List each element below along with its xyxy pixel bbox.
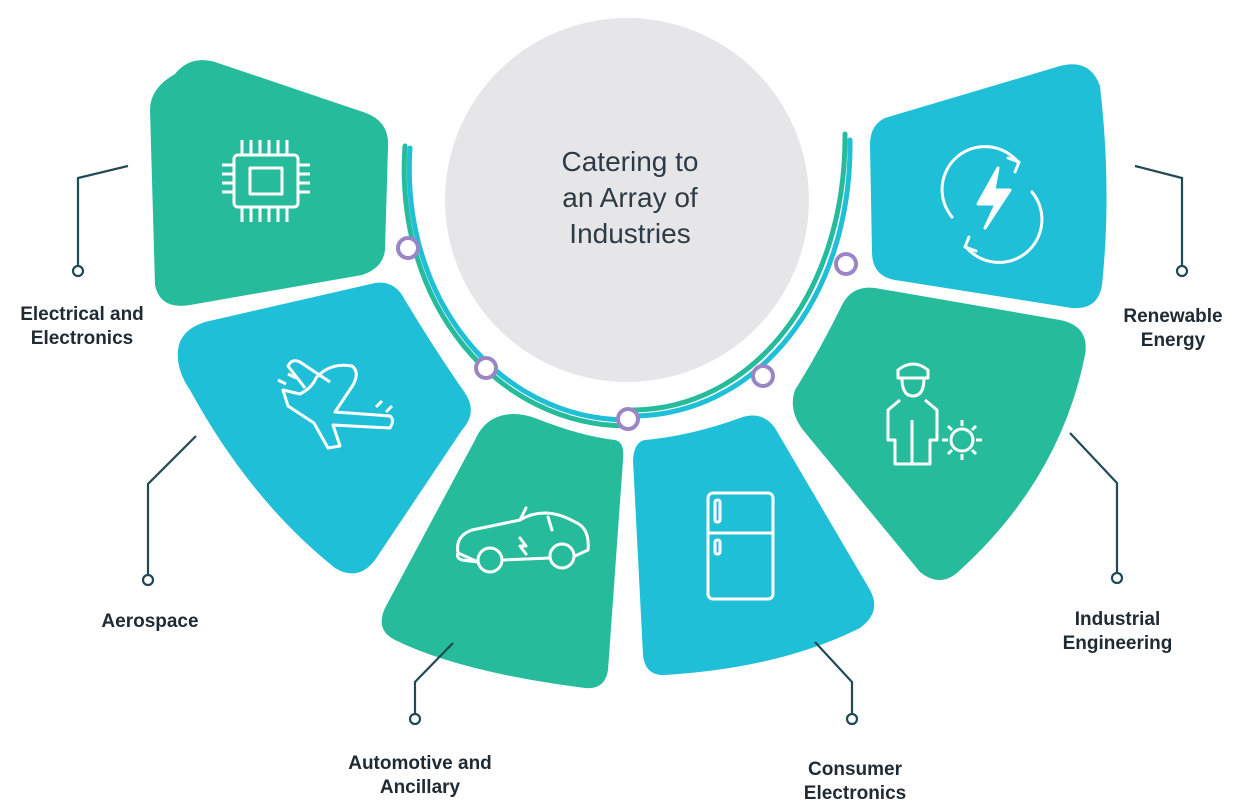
- connectors: [71, 164, 1189, 726]
- connector-automotive: [413, 642, 454, 714]
- arc-dot: [834, 252, 858, 276]
- label-consumer-electronics: Consumer Electronics: [803, 759, 907, 804]
- segment-tile-industrial: [792, 287, 1086, 580]
- arc-dot: [616, 407, 640, 431]
- label-aerospace: Aerospace: [101, 611, 199, 632]
- connector-end-dot: [1110, 571, 1124, 585]
- connector-electrical: [76, 164, 129, 266]
- inner-arc-green-right: [625, 131, 848, 413]
- connector-end-dot: [845, 712, 859, 726]
- chip-icon: [222, 140, 310, 222]
- connector-aerospace: [146, 435, 197, 575]
- connector-end-dot: [1175, 264, 1189, 278]
- arc-dot: [474, 356, 498, 380]
- engineer-gear-icon: [886, 362, 982, 466]
- connector-end-dot: [408, 712, 422, 726]
- arc-dot: [751, 364, 775, 388]
- label-electrical-and-electronics: Electrical and Electronics: [20, 304, 144, 349]
- connector-industrial: [1069, 432, 1119, 573]
- inner-arc-blue-right: [625, 137, 853, 419]
- connector-end-dot: [71, 264, 85, 278]
- inner-arc-blue: [406, 145, 631, 423]
- connector-renewable: [1134, 164, 1184, 266]
- renewable-energy-icon: [940, 145, 1044, 264]
- segment-tile-consumer: [633, 415, 875, 676]
- electric-car-icon: [456, 506, 590, 574]
- inner-arc-green: [401, 143, 631, 429]
- segment-tile-automotive: [381, 414, 624, 689]
- label-industrial-engineering: Industrial Engineering: [1062, 609, 1173, 654]
- label-renewable-energy: Renewable Energy: [1123, 306, 1223, 351]
- arc-dots: [396, 236, 858, 431]
- airplane-icon: [277, 359, 394, 450]
- arc-dot: [396, 236, 420, 260]
- hub-circle: [445, 18, 809, 382]
- segment-tile-aerospace: [177, 282, 471, 574]
- segment-tile-electrical: [150, 60, 389, 306]
- label-automotive-and-ancillary: Automotive and Ancillary: [348, 753, 492, 798]
- center-title: Catering to an Array of Industries: [561, 146, 699, 249]
- refrigerator-icon: [706, 491, 775, 601]
- connector-consumer: [814, 641, 854, 714]
- connector-end-dot: [141, 573, 155, 587]
